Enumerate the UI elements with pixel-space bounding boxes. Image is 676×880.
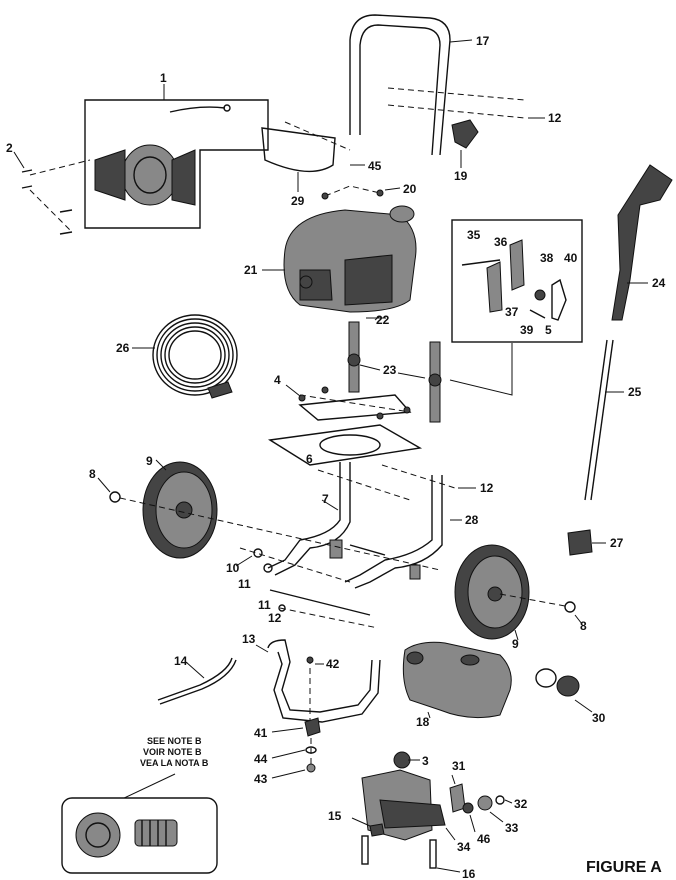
- callout-24: 24: [652, 276, 666, 290]
- callout-46: 46: [477, 832, 491, 846]
- note-b-text: SEE NOTE B VOIR NOTE B VEA LA NOTA B: [140, 736, 209, 768]
- callout-25: 25: [628, 385, 642, 399]
- part-24-gun: [611, 164, 673, 321]
- part-41-43-44: [271, 717, 321, 779]
- part-21-engine: [262, 205, 417, 321]
- part-15-fitting: [351, 817, 385, 837]
- engine-plate: [267, 424, 423, 466]
- callout-42: 42: [326, 657, 340, 671]
- callout-35: 35: [467, 228, 481, 242]
- callout-10: 10: [226, 561, 240, 575]
- callout-36: 36: [494, 235, 508, 249]
- callout-8-right: 8: [580, 619, 587, 633]
- callout-9-left: 9: [146, 454, 153, 468]
- part-26-hose: [132, 314, 238, 399]
- callout-19: 19: [454, 169, 468, 183]
- part-31-32-33-34-46: [445, 774, 513, 841]
- part-20-bolts: [321, 185, 401, 200]
- callout-44: 44: [254, 752, 268, 766]
- callout-labels: 1 2 17 12 19 45 20 29 21 22 26 23 35 36 …: [6, 34, 666, 880]
- callout-21: 21: [244, 263, 258, 277]
- callout-12-top: 12: [548, 111, 562, 125]
- part-1-panel-group: [84, 84, 269, 229]
- callout-31: 31: [452, 759, 466, 773]
- callout-16: 16: [462, 867, 476, 880]
- callout-34: 34: [457, 840, 471, 854]
- part-3-pump: [361, 751, 461, 873]
- part-22-23-couplers: [347, 317, 513, 423]
- part-28-frame: [267, 462, 476, 589]
- note-line-2: VOIR NOTE B: [143, 747, 202, 757]
- callout-11-lower: 11: [258, 598, 271, 612]
- callout-32: 32: [514, 797, 528, 811]
- callout-9-right: 9: [512, 637, 519, 651]
- part-13-handle: [255, 639, 381, 723]
- callout-5: 5: [545, 323, 552, 337]
- part-30-caps: [535, 668, 593, 713]
- callout-11-upper: 11: [238, 577, 251, 591]
- callout-17: 17: [476, 34, 490, 48]
- note-b-inset: [61, 773, 218, 874]
- part-9-wheel-right: [454, 544, 583, 641]
- callout-22: 22: [376, 313, 390, 327]
- inset-box-35-40: [451, 219, 583, 343]
- callout-15: 15: [328, 809, 342, 823]
- callout-23: 23: [383, 363, 397, 377]
- callout-27: 27: [610, 536, 624, 550]
- figure-label: FIGURE A: [586, 859, 662, 876]
- part-27-nozzle: [567, 529, 606, 556]
- callout-12-low: 12: [268, 611, 282, 625]
- part-9-wheel-left: [97, 459, 441, 571]
- callout-7: 7: [322, 492, 329, 506]
- callout-43: 43: [254, 772, 268, 786]
- callout-28: 28: [465, 513, 479, 527]
- part-19-clip: [451, 119, 479, 168]
- callout-37: 37: [505, 305, 519, 319]
- callout-4: 4: [274, 373, 281, 387]
- part-14-tube: [157, 657, 237, 705]
- callout-29: 29: [291, 194, 305, 208]
- part-4-screws: [285, 384, 412, 421]
- callout-3: 3: [422, 754, 429, 768]
- part-18-tank: [402, 641, 512, 719]
- note-line-1: SEE NOTE B: [147, 736, 202, 746]
- callout-30: 30: [592, 711, 606, 725]
- callout-26: 26: [116, 341, 130, 355]
- callout-45: 45: [368, 159, 382, 173]
- callout-2: 2: [6, 141, 13, 155]
- callout-14: 14: [174, 654, 188, 668]
- callout-38: 38: [540, 251, 554, 265]
- callout-40: 40: [564, 251, 578, 265]
- part-25-wand: [584, 339, 624, 501]
- callout-1: 1: [160, 71, 167, 85]
- note-line-3: VEA LA NOTA B: [140, 758, 209, 768]
- part-10-11-12-axles: [235, 547, 379, 629]
- callout-39: 39: [520, 323, 534, 337]
- part-2-screws: [13, 151, 91, 235]
- callout-18: 18: [416, 715, 430, 729]
- callout-33: 33: [505, 821, 519, 835]
- part-17-handle: [349, 14, 545, 156]
- callout-41: 41: [254, 726, 268, 740]
- callout-6: 6: [306, 452, 313, 466]
- callout-8-left: 8: [89, 467, 96, 481]
- callout-13: 13: [242, 632, 256, 646]
- callout-12-mid: 12: [480, 481, 494, 495]
- part-29-shield: [261, 121, 365, 192]
- callout-20: 20: [403, 182, 417, 196]
